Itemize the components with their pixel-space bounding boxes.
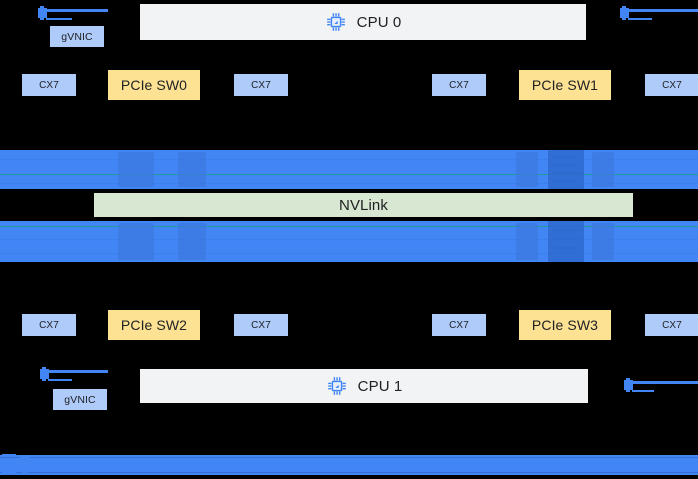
network-plug-icon-bottom-left (40, 366, 110, 386)
cpu-chip-icon (325, 11, 347, 33)
cx7-chip-6[interactable]: CX7 (432, 314, 486, 336)
network-plug-icon-right (620, 5, 698, 25)
cx7-chip-3[interactable]: CX7 (645, 74, 698, 96)
cx7-chip-1[interactable]: CX7 (234, 74, 288, 96)
cx7-chip-5[interactable]: CX7 (234, 314, 288, 336)
cpu0-label: CPU 0 (356, 13, 402, 31)
cx7-chip-0[interactable]: CX7 (22, 74, 76, 96)
gpu-fabric-band-top (0, 150, 698, 189)
pcie-switch-0[interactable]: PCIe SW0 (108, 70, 200, 100)
cpu1-label: CPU 1 (357, 377, 403, 395)
pcie-switch-1[interactable]: PCIe SW1 (519, 70, 611, 100)
network-stack-icon (0, 450, 36, 479)
gvnic-label-top-left[interactable]: gVNIC (50, 26, 104, 47)
cpu-chip-icon-bottom (326, 375, 348, 397)
gvnic-label-bottom-left[interactable]: gVNIC (53, 389, 107, 410)
network-fabric-bar (0, 455, 698, 475)
gpu-fabric-band-bottom (0, 221, 698, 262)
cx7-chip-7[interactable]: CX7 (645, 314, 698, 336)
cpu1-box[interactable]: CPU 1 (140, 369, 588, 403)
pcie-switch-3[interactable]: PCIe SW3 (519, 310, 611, 340)
nvlink-bar[interactable]: NVLink (94, 193, 633, 217)
cpu0-box[interactable]: CPU 0 (140, 4, 586, 40)
network-plug-icon-bottom-right (624, 377, 698, 397)
pcie-switch-2[interactable]: PCIe SW2 (108, 310, 200, 340)
network-plug-icon (38, 5, 110, 25)
cx7-chip-2[interactable]: CX7 (432, 74, 486, 96)
cx7-chip-4[interactable]: CX7 (22, 314, 76, 336)
